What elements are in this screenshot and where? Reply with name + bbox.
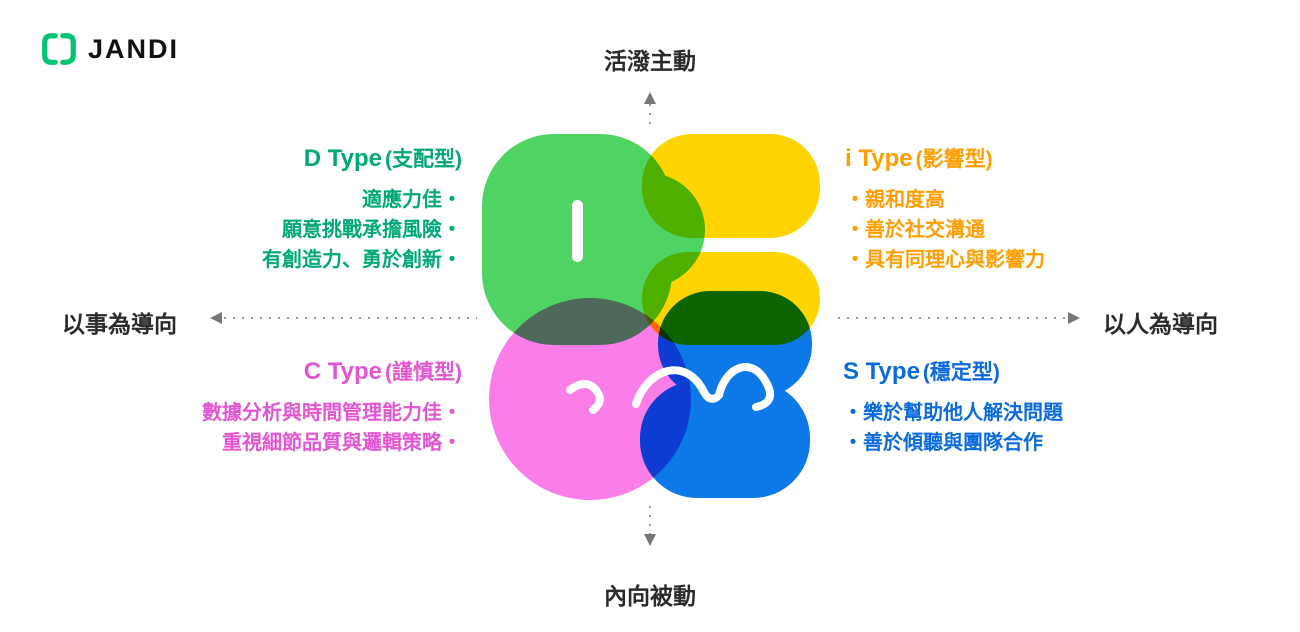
axis-label-top: 活潑主動 — [604, 48, 696, 74]
i-type-title-zh: (影響型) — [915, 148, 993, 171]
arrow-down-icon — [644, 534, 656, 546]
letter-c-curve — [566, 380, 604, 414]
c-type-title-en: C Type — [303, 358, 382, 385]
description-line: 重視細節品質與邏輯策略・ — [222, 432, 462, 454]
description-line: 願意挑戰承擔風險・ — [282, 219, 462, 241]
d-type-title: D Type(支配型) — [150, 143, 462, 173]
s-type-title-zh: (穩定型) — [922, 361, 1000, 384]
i-type-section: i Type(影響型) ・親和度高 ・善於社交溝通 ・具有同理心與影響力 — [845, 143, 1185, 275]
axis-label-bottom: 內向被動 — [604, 583, 696, 609]
c-type-blob — [489, 298, 691, 500]
s-type-title-en: S Type — [843, 358, 920, 385]
d-type-section: D Type(支配型) 適應力佳・ 願意挑戰承擔風險・ 有創造力、勇於創新・ — [150, 143, 462, 275]
jandi-logo: JANDI — [40, 30, 179, 68]
letter-s-curve — [632, 363, 775, 411]
description-line: ・善於社交溝通 — [845, 219, 985, 241]
d-type-descriptions: 適應力佳・ 願意挑戰承擔風險・ 有創造力、勇於創新・ — [150, 185, 462, 275]
i-type-title-en: i Type — [845, 145, 913, 172]
letter-d-stem — [572, 200, 583, 262]
description-line: 適應力佳・ — [362, 189, 462, 211]
d-type-title-en: D Type — [303, 145, 382, 172]
description-line: ・具有同理心與影響力 — [845, 249, 1045, 271]
s-type-descriptions: ・樂於幫助他人解決問題 ・善於傾聽與團隊合作 — [843, 398, 1183, 458]
description-line: 數據分析與時間管理能力佳・ — [202, 402, 462, 424]
description-line: ・樂於幫助他人解決問題 — [843, 402, 1063, 424]
jandi-logo-text: JANDI — [88, 33, 180, 64]
arrow-left-icon — [210, 312, 222, 324]
axis-label-right: 以人為導向 — [1103, 311, 1218, 337]
s-type-section: S Type(穩定型) ・樂於幫助他人解決問題 ・善於傾聽與團隊合作 — [843, 356, 1183, 458]
description-line: ・善於傾聽與團隊合作 — [843, 432, 1043, 454]
arrow-up-icon — [644, 92, 656, 104]
description-line: 有創造力、勇於創新・ — [262, 249, 462, 271]
c-type-section: C Type(謹慎型) 數據分析與時間管理能力佳・ 重視細節品質與邏輯策略・ — [128, 356, 462, 458]
arrow-right-icon — [1068, 312, 1080, 324]
s-type-title: S Type(穩定型) — [843, 356, 1183, 386]
i-type-descriptions: ・親和度高 ・善於社交溝通 ・具有同理心與影響力 — [845, 185, 1185, 275]
c-type-title-zh: (謹慎型) — [385, 361, 462, 384]
description-line: ・親和度高 — [845, 189, 945, 211]
jandi-logo-icon — [42, 33, 76, 65]
c-type-descriptions: 數據分析與時間管理能力佳・ 重視細節品質與邏輯策略・ — [128, 398, 462, 458]
d-type-title-zh: (支配型) — [385, 148, 462, 171]
c-type-title: C Type(謹慎型) — [128, 356, 462, 386]
s-type-blob — [640, 291, 812, 498]
axis-label-left: 以事為導向 — [62, 311, 177, 337]
i-type-title: i Type(影響型) — [845, 143, 1185, 173]
